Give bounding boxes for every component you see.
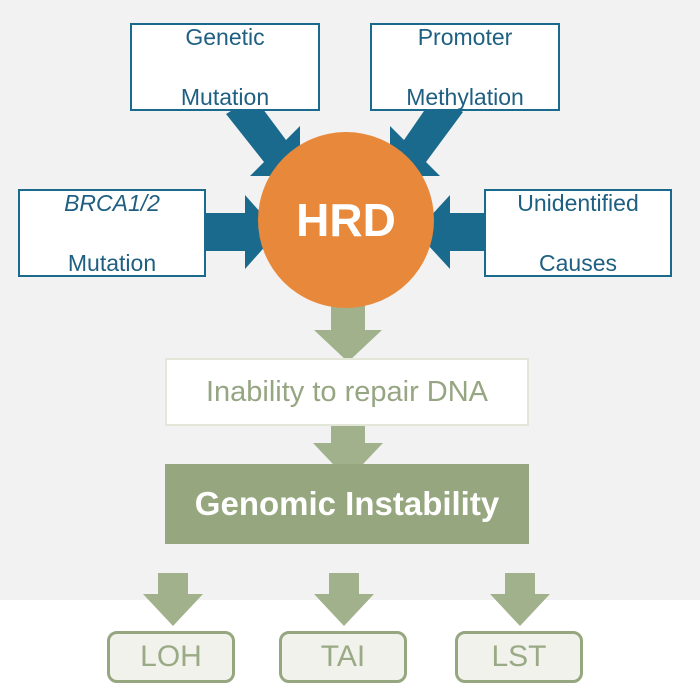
step-genomic-instability: Genomic Instability (165, 464, 529, 544)
outcome-loh: LOH (107, 631, 235, 683)
cause-promoter-methylation: Promoter Methylation (370, 23, 560, 111)
hrd-circle: HRD (258, 132, 434, 308)
arrow-promoter-to-hrd (390, 95, 463, 176)
arrow-to-lst (490, 573, 550, 626)
cause-genetic-line1: Genetic (185, 24, 265, 50)
outcome-loh-label: LOH (140, 640, 202, 673)
outcome-lst-label: LST (491, 640, 547, 673)
hrd-label: HRD (296, 194, 396, 246)
cause-unidentified: Unidentified Causes (484, 189, 672, 277)
cause-unidentified-line1: Unidentified (517, 190, 639, 216)
outcome-lst: LST (455, 631, 583, 683)
arrow-genetic-to-hrd (226, 97, 300, 176)
arrow-to-loh (143, 573, 203, 626)
cause-genetic-line2: Mutation (180, 84, 270, 110)
arrow-repair-to-instability (313, 426, 383, 480)
cause-unidentified-line2: Causes (539, 250, 617, 276)
arrow-to-tai (314, 573, 374, 626)
outcome-tai-label: TAI (320, 640, 366, 673)
cause-brca-line2: Mutation (67, 250, 157, 276)
step-inability-to-repair: Inability to repair DNA (165, 358, 529, 426)
outcome-tai: TAI (279, 631, 407, 683)
cause-genetic-mutation: Genetic Mutation (130, 23, 320, 111)
cause-promoter-line1: Promoter (417, 24, 513, 50)
repair-label: Inability to repair DNA (205, 375, 489, 408)
cause-promoter-line2: Methylation (406, 84, 524, 110)
cause-brca-line1: BRCA1/2 (64, 190, 160, 216)
instability-label: Genomic Instability (194, 485, 500, 522)
cause-brca-mutation: BRCA1/2 Mutation (18, 189, 206, 277)
arrow-hrd-to-repair (314, 305, 382, 362)
